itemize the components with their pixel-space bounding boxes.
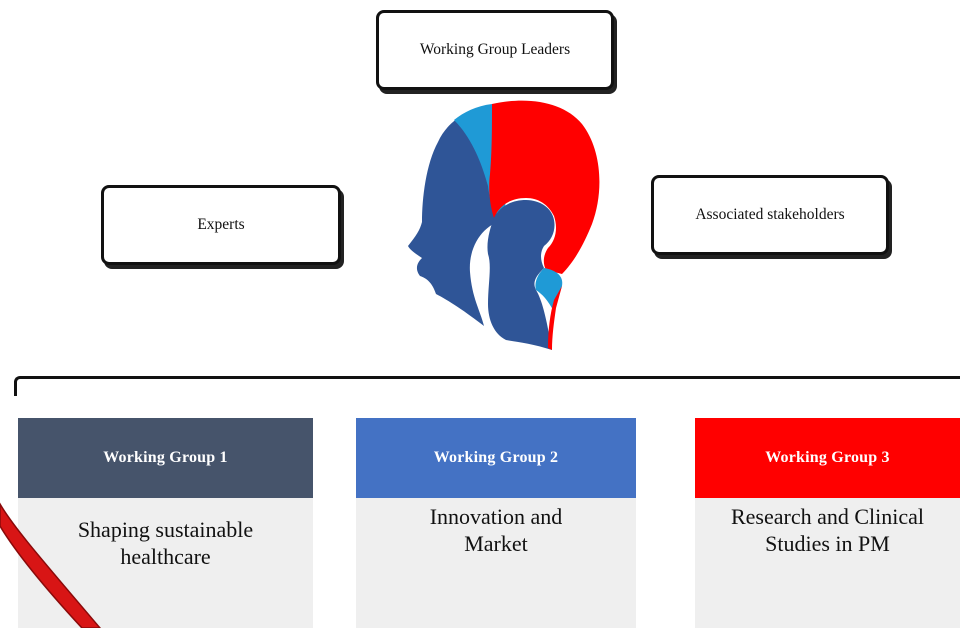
working-group-1-header: Working Group 1 <box>18 418 313 498</box>
working-group-3-card: Working Group 3 Research and Clinical St… <box>695 418 960 628</box>
head-red-shape <box>489 100 600 275</box>
working-group-3-title: Working Group 3 <box>765 449 890 466</box>
working-group-leaders-label: Working Group Leaders <box>419 41 571 58</box>
working-group-2-card: Working Group 2 Innovation and Market <box>356 418 636 628</box>
working-group-2-description: Innovation and Market <box>429 504 563 556</box>
working-group-1-description: Shaping sustainable healthcare <box>77 517 254 569</box>
experts-box: Experts <box>101 185 341 265</box>
red-swoosh-stroke <box>0 502 101 628</box>
associated-stakeholders-label: Associated stakeholders <box>695 206 845 223</box>
group-bracket-line <box>14 376 960 396</box>
working-group-3-header: Working Group 3 <box>695 418 960 498</box>
working-group-2-title: Working Group 2 <box>433 449 559 466</box>
experts-label: Experts <box>197 216 245 233</box>
working-group-1-title: Working Group 1 <box>103 449 228 466</box>
working-group-leaders-box: Working Group Leaders <box>376 10 614 90</box>
associated-stakeholders-box: Associated stakeholders <box>651 175 889 255</box>
red-swoosh-decoration <box>0 502 101 628</box>
inner-face-dark-blue-shape <box>487 200 555 350</box>
working-group-2-body: Innovation and Market <box>356 498 636 628</box>
working-group-3-body: Research and Clinical Studies in PM <box>695 498 960 628</box>
head-profile-icon <box>408 100 600 350</box>
working-group-2-header: Working Group 2 <box>356 418 636 498</box>
inner-face-red-edge <box>548 286 562 350</box>
working-group-3-description: Research and Clinical Studies in PM <box>730 504 925 556</box>
